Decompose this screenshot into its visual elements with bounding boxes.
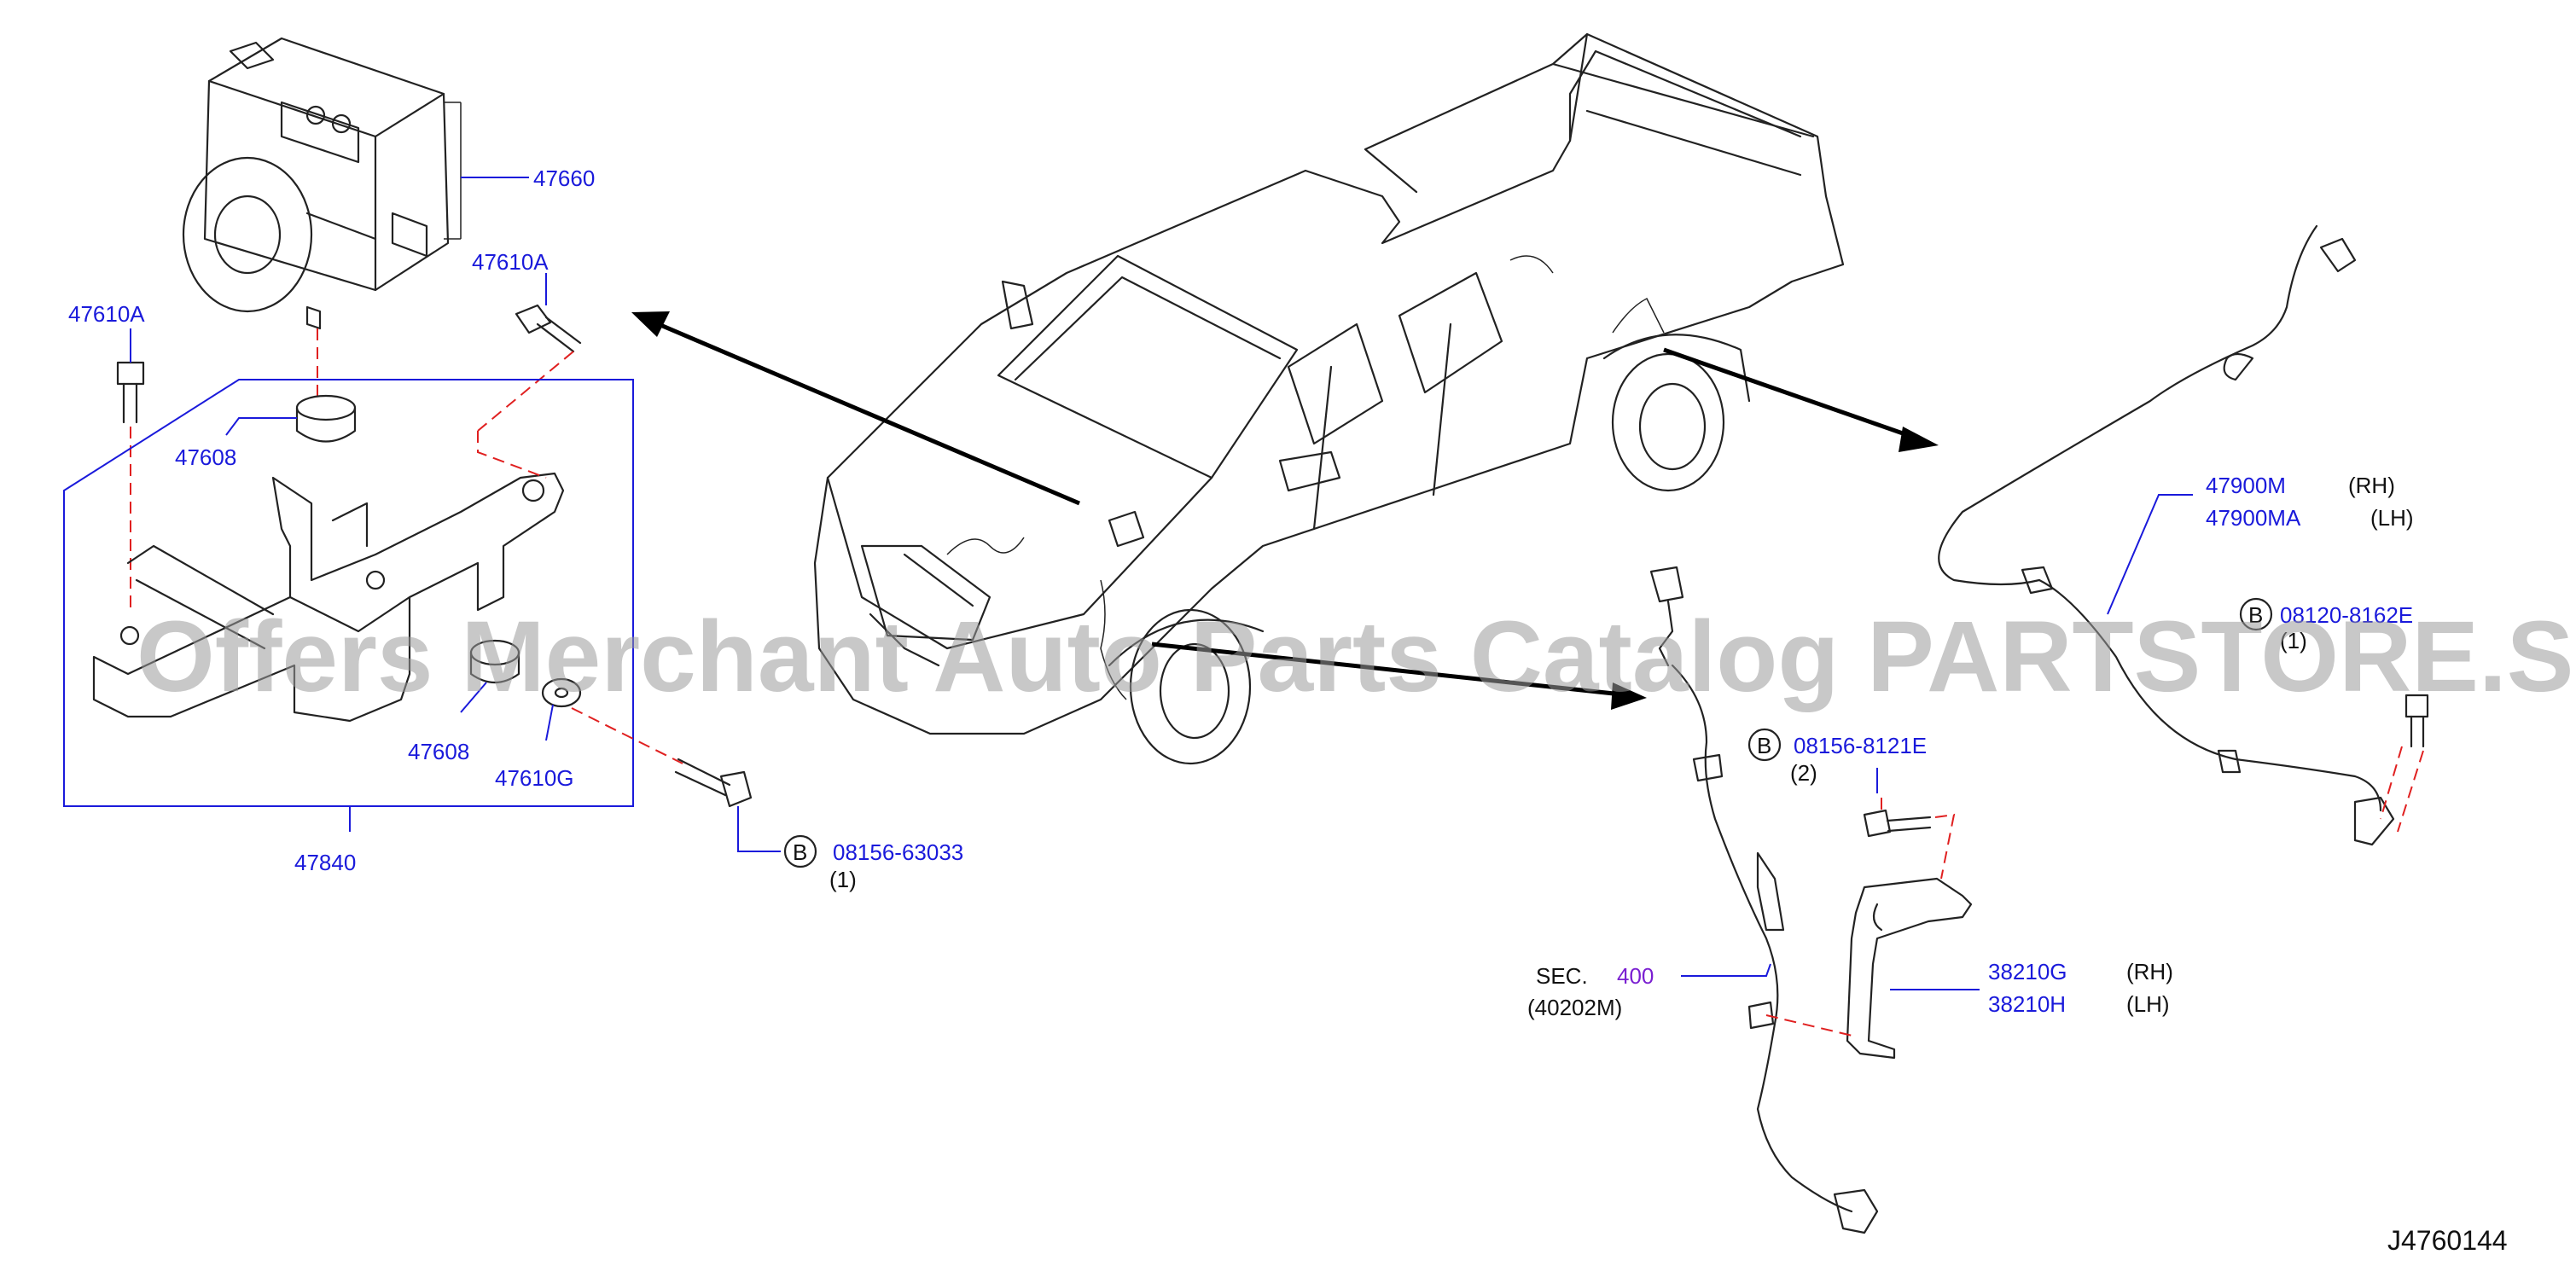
label-47610A-left: 47610A bbox=[68, 301, 145, 327]
label-47660: 47660 bbox=[533, 166, 595, 191]
sec-sub: (40202M) bbox=[1527, 995, 1622, 1020]
actuator-bracket bbox=[92, 472, 565, 723]
washer-47610G bbox=[541, 677, 582, 708]
diagram-id: J4760144 bbox=[2387, 1225, 2508, 1256]
label-47608-bottom: 47608 bbox=[408, 739, 469, 764]
label-47900MA-side: (LH) bbox=[2370, 505, 2414, 531]
label-47900MA: 47900MA bbox=[2206, 505, 2301, 531]
watermark: Offers Merchant Auto Parts Catalog PARTS… bbox=[137, 601, 2576, 713]
insulator-47608-bottom bbox=[469, 639, 520, 683]
bolt-08156-63033 bbox=[674, 758, 753, 808]
label-47610A-right: 47610A bbox=[472, 249, 549, 275]
sensor-bracket-38210G bbox=[1846, 877, 1973, 1060]
insulator-47608-top bbox=[295, 394, 357, 443]
pickup-truck bbox=[813, 32, 1845, 765]
label-47840: 47840 bbox=[294, 850, 356, 875]
qty-08156-8121E: (2) bbox=[1790, 760, 1817, 786]
label-08156-63033: 08156-63033 bbox=[833, 839, 963, 865]
sec-number: 400 bbox=[1617, 963, 1654, 989]
abs-actuator-unit bbox=[182, 37, 462, 330]
bolt-47610A-right bbox=[515, 304, 582, 353]
rear-wheel-sensor-harness bbox=[1938, 224, 2395, 846]
label-47900M-side: (RH) bbox=[2348, 473, 2395, 498]
marker-B-mid: B bbox=[1757, 733, 1771, 758]
bolt-08156-8121E bbox=[1863, 809, 1932, 838]
label-47608-top: 47608 bbox=[175, 444, 236, 470]
bracket-group-outline bbox=[63, 379, 634, 807]
qty-08120-8162E: (1) bbox=[2280, 628, 2307, 653]
label-38210H: 38210H bbox=[1988, 991, 2066, 1017]
sec-prefix: SEC. bbox=[1536, 963, 1588, 989]
label-38210G-side: (RH) bbox=[2126, 959, 2173, 984]
label-38210H-side: (LH) bbox=[2126, 991, 2170, 1017]
label-08156-8121E: 08156-8121E bbox=[1794, 733, 1927, 758]
bolt-08120-8162E bbox=[2404, 694, 2429, 748]
front-wheel-sensor-harness bbox=[1649, 566, 1879, 1234]
label-08120-8162E: 08120-8162E bbox=[2280, 602, 2413, 628]
marker-B-front: B bbox=[793, 839, 807, 865]
label-47610G: 47610G bbox=[495, 765, 574, 791]
label-38210G: 38210G bbox=[1988, 959, 2067, 984]
label-47900M: 47900M bbox=[2206, 473, 2286, 498]
qty-08156-63033: (1) bbox=[829, 867, 857, 892]
callout-arrows bbox=[631, 311, 1939, 710]
bolt-47610A-left bbox=[116, 361, 145, 424]
marker-B-rear: B bbox=[2248, 602, 2263, 628]
